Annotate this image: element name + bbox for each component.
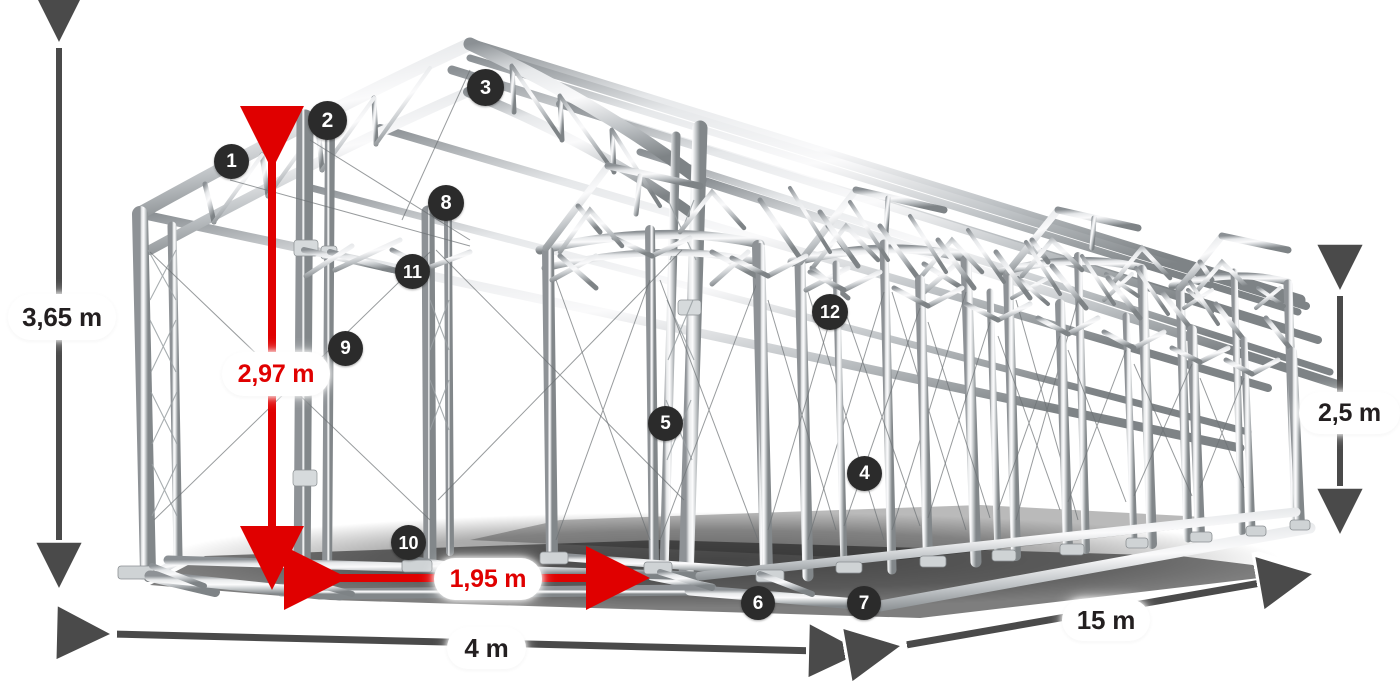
column-front-left bbox=[117, 206, 220, 597]
interior-bay-frames bbox=[535, 225, 1301, 582]
callout-badge-3[interactable]: 3 bbox=[467, 69, 504, 106]
dim-label-width-overall: 4 m bbox=[447, 627, 526, 669]
callout-badge-4[interactable]: 4 bbox=[847, 456, 882, 491]
roof-edge-bracing bbox=[757, 186, 1293, 351]
dim-label-height-clearance: 2,97 m bbox=[222, 352, 330, 396]
callout-badge-8[interactable]: 8 bbox=[428, 185, 464, 221]
sidewall-columns-rear bbox=[729, 243, 1305, 577]
callout-badge-1[interactable]: 1 bbox=[214, 144, 249, 179]
dim-label-width-clearance: 1,95 m bbox=[434, 558, 542, 600]
roof-rafter-ribs bbox=[542, 162, 1292, 295]
dim-label-height-overall: 3,65 m bbox=[8, 294, 116, 340]
callout-badge-9[interactable]: 9 bbox=[328, 331, 363, 366]
callout-badge-11[interactable]: 11 bbox=[395, 254, 430, 289]
callout-badge-6[interactable]: 6 bbox=[741, 586, 775, 620]
callout-badge-12[interactable]: 12 bbox=[812, 294, 848, 330]
callout-badge-10[interactable]: 10 bbox=[391, 525, 426, 560]
callout-badge-7[interactable]: 7 bbox=[847, 586, 881, 620]
dim-label-sidewall-height: 2,5 m bbox=[1299, 392, 1400, 434]
callout-badge-2[interactable]: 2 bbox=[308, 101, 347, 140]
dim-label-length-overall: 15 m bbox=[1062, 599, 1150, 641]
callout-badge-5[interactable]: 5 bbox=[648, 406, 683, 441]
